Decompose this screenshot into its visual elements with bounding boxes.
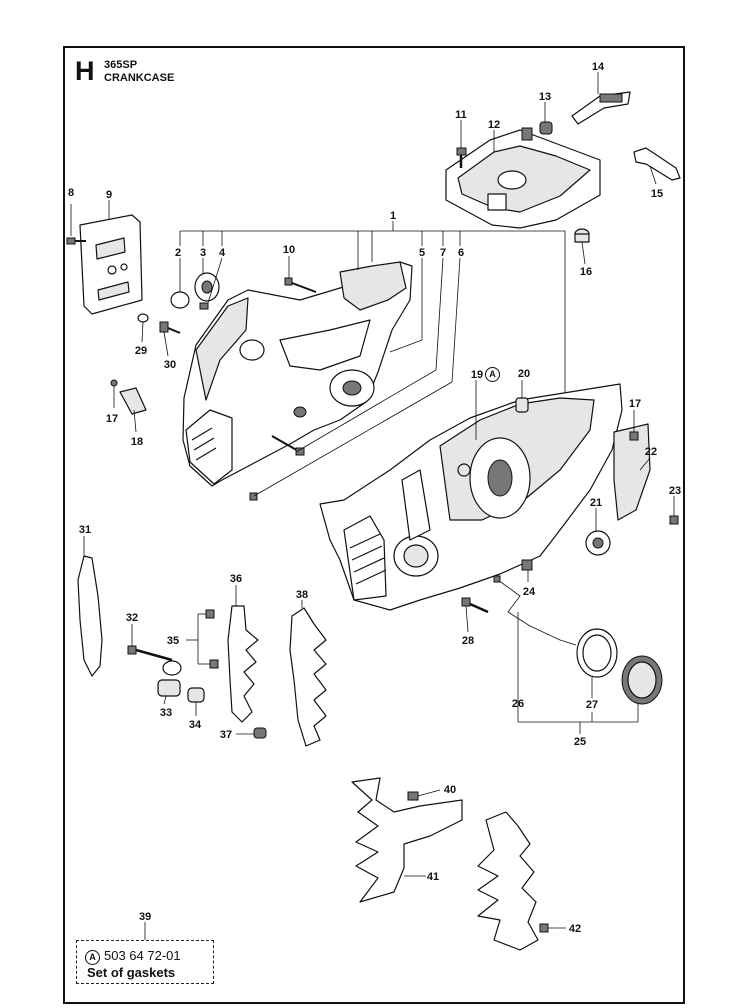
callout-25: 25 [574,736,586,748]
callout-19: 19 [471,369,483,381]
callout-35: 35 [167,635,179,647]
callout-10: 10 [283,244,295,256]
callout-9: 9 [106,189,112,201]
parts-33-34-spacers [157,660,205,703]
parts-17-18-clip [110,379,147,415]
part-36-bumper [227,605,259,723]
part-32-screw [127,645,173,662]
callout-4: 4 [219,247,226,259]
callout-33: 33 [160,707,172,719]
callout-labels: 1 2 3 4 5 6 7 8 9 10 11 12 13 14 15 16 1… [68,61,681,935]
callout-2: 2 [175,247,181,259]
part-9-plate [79,214,143,315]
callout-3: 3 [200,247,206,259]
callout-18: 18 [131,436,143,448]
callout-30: 30 [164,359,176,371]
part-21-seal [585,530,611,556]
section-title: CRANKCASE [104,72,175,84]
callout-36: 36 [230,573,242,585]
gasket-marker-a: A [485,367,500,382]
callout-29: 29 [135,345,147,357]
screw-lower-left [249,435,305,501]
callout-24: 24 [523,586,536,598]
model-name: 365SP [104,59,138,71]
callout-40: 40 [444,784,456,796]
callout-7: 7 [440,247,446,259]
part-13-grommet [539,121,553,135]
leader-lines [83,72,675,940]
part-8-screw [66,204,86,245]
callout-21: 21 [590,497,602,509]
callout-37: 37 [220,729,232,741]
callout-6: 6 [458,247,464,259]
callout-5: 5 [419,247,425,259]
callout-12: 12 [488,119,500,131]
callout-41: 41 [427,871,439,883]
callout-28: 28 [462,635,474,647]
gasket-kit-box [76,940,214,984]
callout-15: 15 [651,188,663,200]
callout-16: 16 [580,266,592,278]
part-38-bumper [289,607,327,747]
part-41-bumper [351,777,463,903]
diagram-frame [63,46,685,1004]
callout-8: 8 [68,187,74,199]
callout-13: 13 [539,91,551,103]
part-42-bumper [477,811,549,951]
callout-14: 14 [592,61,605,73]
parts-29-30-screws [137,313,181,334]
part-31-gasket [77,555,103,677]
part-20-bush [515,397,529,413]
crankcase-left-half [182,261,413,487]
part-27-gasket [576,628,618,678]
part-24-screw [521,559,533,571]
part-16-grommet [574,228,590,243]
parts-2-3-4-seal-bearing [170,272,220,310]
crankcase-right-half [319,383,623,611]
callout-23: 23 [669,485,681,497]
part-12-tank-top [445,127,601,229]
callout-42: 42 [569,923,581,935]
gasket-kit-label: Set of gaskets [87,965,176,980]
part-10-screw [284,277,317,293]
callout-17-left: 17 [106,413,118,425]
section-letter: H [75,56,95,86]
callout-17-right: 17 [629,398,641,410]
part-26-cable [493,575,577,646]
gasket-kit-part-number: 503 64 72-01 [104,948,181,963]
callout-27: 27 [586,699,598,711]
part-15-rod [633,147,681,181]
part-14-lever [571,91,631,125]
gasket-kit-marker: A [85,950,100,965]
part-11-screw [456,147,467,168]
callout-20: 20 [518,368,530,380]
callout-26: 26 [512,698,524,710]
part-37-nut [253,727,267,739]
callout-32: 32 [126,612,138,624]
callout-34: 34 [189,719,202,731]
callout-31: 31 [79,524,91,536]
callout-38: 38 [296,589,308,601]
callout-1: 1 [390,210,396,222]
part-22-cover [613,423,651,521]
part-25-cap [621,655,663,705]
part-35-screws [205,609,219,669]
callout-11: 11 [455,109,467,121]
callout-22: 22 [645,446,657,458]
callout-39: 39 [139,911,152,923]
